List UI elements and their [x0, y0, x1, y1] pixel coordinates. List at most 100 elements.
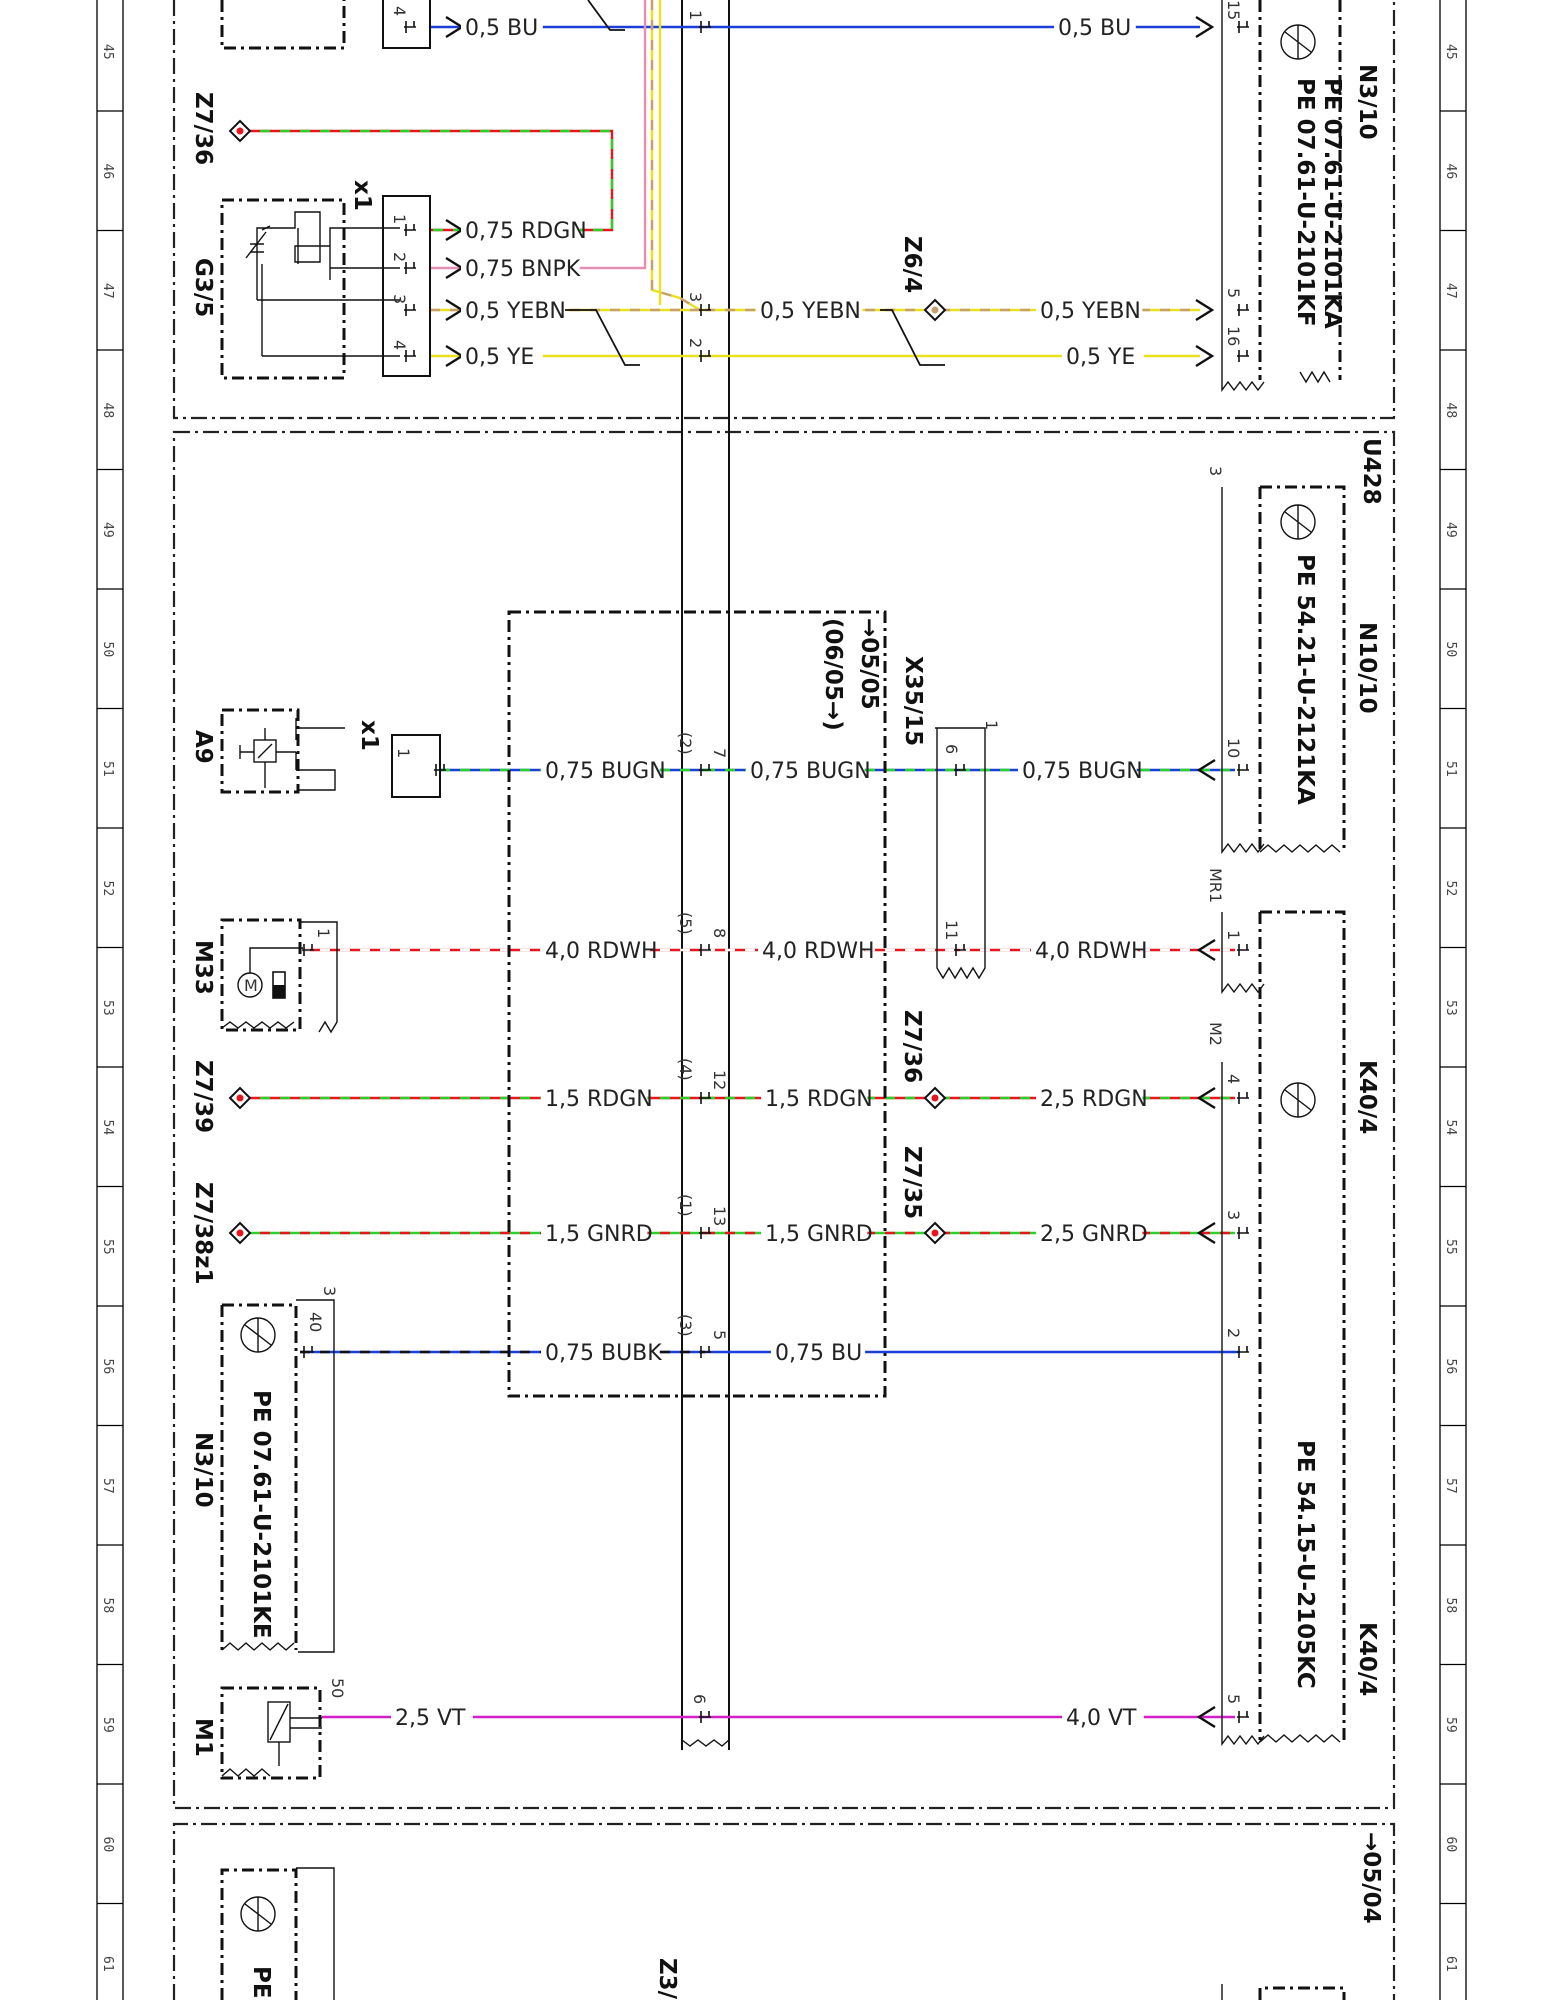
k40-4-ecu-icon — [1280, 1082, 1316, 1118]
wire-label: 4,0 RDWH — [545, 939, 658, 964]
a9-relay-symbol — [239, 718, 345, 791]
ruler-right-number: 50 — [1443, 642, 1458, 658]
labels: Z7/36 G3/5 x1 A9 x1 M33 Z7/39 Z7/38z1 N3… — [190, 64, 1384, 2000]
label-a9-x1: x1 — [356, 720, 382, 751]
pin-number: 3 — [1224, 1210, 1243, 1220]
ruler-left-number: 60 — [100, 1837, 115, 1853]
pin-marker — [954, 944, 966, 956]
pin-marker — [1237, 1092, 1249, 1104]
wire-label: 0,5 YEBN — [760, 299, 861, 324]
wire-label: 0,5 YEBN — [465, 299, 566, 324]
label-x35-15: X35/15 — [900, 656, 926, 746]
ruler-right-number: 49 — [1443, 522, 1458, 538]
ruler-left-number: 61 — [100, 1956, 115, 1972]
wire-label: 0,75 BUBK — [545, 1341, 662, 1366]
wire-yebn-vertical — [650, 0, 701, 312]
pin-number: 2 — [1224, 1328, 1243, 1338]
label-z3-partial: Z3/ — [654, 1958, 680, 2000]
wire-label: 0,5 YE — [1066, 345, 1135, 370]
n10-10-ecu-icon — [1280, 504, 1316, 540]
ruler-left-number: 59 — [100, 1717, 115, 1733]
g3-5-sensor-symbol — [245, 211, 400, 357]
pin-number: 5 — [1224, 288, 1243, 298]
ruler-right-number: 45 — [1443, 44, 1458, 60]
label-k40-4-a: K40/4 — [1354, 1060, 1380, 1134]
ruler-left-number: 52 — [100, 881, 115, 897]
label-pe-partial: PE — [248, 1966, 274, 1999]
m1-starter-symbol — [221, 1701, 322, 1777]
component-top-left-box — [220, 0, 346, 50]
label-ref-06-05: (06/05→) — [820, 618, 846, 731]
pin-number: 11 — [942, 920, 961, 940]
ruler-right-number: 48 — [1443, 403, 1458, 419]
splice-point — [228, 1221, 252, 1245]
label-z7-36-top: Z7/36 — [190, 92, 216, 165]
label-n3-10-top-ref2: PE 07.61-U-2101KF — [1292, 78, 1318, 327]
m33-motor-symbol: M — [221, 947, 303, 1029]
ruler-left-number: 45 — [100, 44, 115, 60]
pin-number: 3 — [390, 294, 409, 304]
pin-marker — [1237, 764, 1249, 776]
label-z7-39: Z7/39 — [190, 1060, 216, 1133]
wire-label: 0,75 BU — [775, 1341, 862, 1366]
terminal-arrow — [1196, 1705, 1216, 1729]
label-m1: M1 — [190, 1718, 216, 1757]
ruler-right-number: 58 — [1443, 1598, 1458, 1614]
wire-label: 0,75 RDGN — [465, 219, 587, 244]
wire-label: 1,5 RDGN — [765, 1087, 873, 1112]
wire-label: 0,75 BNPK — [465, 257, 581, 282]
ruler-left-number: 57 — [100, 1478, 115, 1494]
section-frame-top — [172, 0, 1396, 420]
ruler-left-number: 58 — [100, 1598, 115, 1614]
label-g3-5-x1: x1 — [349, 180, 375, 211]
ruler-right-number: 51 — [1443, 761, 1458, 777]
component-x35-15-box — [507, 610, 887, 1398]
connector-a9 — [391, 734, 441, 798]
label-g3-5: G3/5 — [190, 258, 216, 317]
ruler-right-number: 46 — [1443, 164, 1458, 180]
pin-number: 10 — [1224, 738, 1243, 758]
component-k40-4-box — [1258, 910, 1346, 1740]
label-u428: U428 — [1358, 438, 1384, 505]
pin-marker — [699, 1711, 711, 1723]
component-a9-box — [220, 708, 300, 794]
ruler-left-number: 47 — [100, 283, 115, 299]
wire-0-75-rdgn — [240, 129, 614, 232]
splice-point — [228, 1086, 252, 1110]
ruler-left-number: 50 — [100, 642, 115, 658]
pin-number: (5) — [676, 912, 695, 935]
component-m1-box — [220, 1686, 322, 1780]
ruler-left-number: 49 — [100, 522, 115, 538]
terminal-arrow — [1195, 298, 1215, 322]
pin-number: 1 — [982, 720, 1001, 730]
pin-marker — [404, 21, 416, 33]
pin-number: 1 — [390, 214, 409, 224]
ruler-left-number: 46 — [100, 164, 115, 180]
pin-number: 6 — [942, 744, 961, 754]
ruler-right-number: 61 — [1443, 1956, 1458, 1972]
wire-label: 0,75 BUGN — [1022, 759, 1143, 784]
connector-m33 — [300, 921, 338, 1034]
ruler-left-number: 53 — [100, 1000, 115, 1016]
pin-marker — [1237, 1227, 1249, 1239]
pin-number: 15 — [1224, 0, 1243, 20]
ruler-right-number: 47 — [1443, 283, 1458, 299]
bottom-left-ecu-icon — [240, 1896, 276, 1932]
ruler-right-number: 54 — [1443, 1120, 1458, 1136]
ruler-right-number: 56 — [1443, 1359, 1458, 1375]
pin-number: 12 — [710, 1070, 729, 1090]
pin-marker — [404, 304, 416, 316]
wire-label: 4,0 RDWH — [762, 939, 875, 964]
label-n3-10-top-ref1: PE 07.61-U-2101KA — [1319, 78, 1345, 329]
ruler-left-number: 55 — [100, 1239, 115, 1255]
section-frame-middle — [172, 430, 1396, 1810]
svg-text:M: M — [244, 976, 258, 995]
n3-10-bottom-ecu-icon — [240, 1317, 276, 1353]
pin-number: 5 — [1224, 1694, 1243, 1704]
pin-number: 2 — [390, 252, 409, 262]
pin-marker — [404, 262, 416, 274]
ruler-left-number: 56 — [100, 1359, 115, 1375]
